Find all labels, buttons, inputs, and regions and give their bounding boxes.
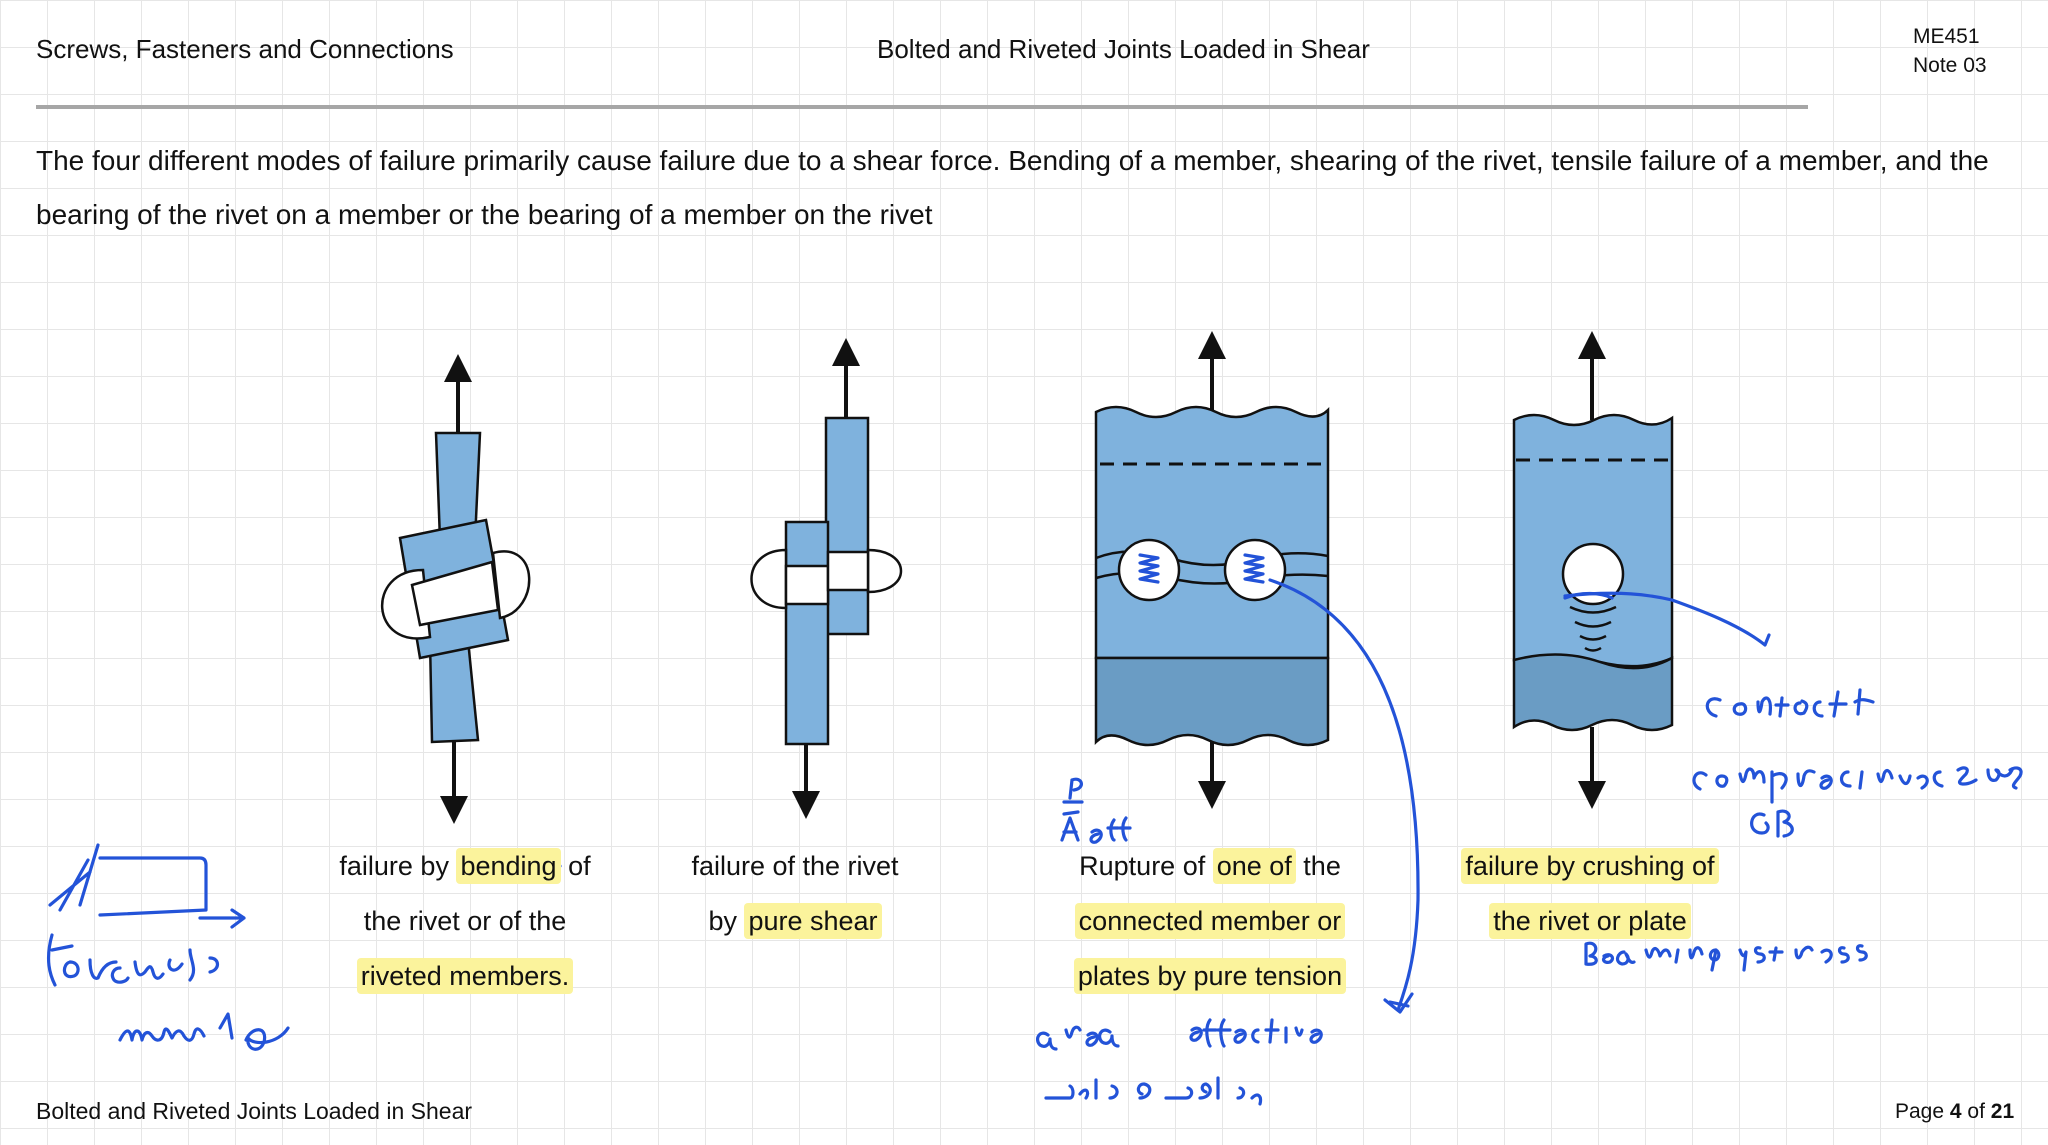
caption-shear: failure of the rivet by pure shear <box>670 839 920 949</box>
intro-paragraph: The four different modes of failure prim… <box>36 145 1989 230</box>
course-code: ME451 <box>1913 25 1980 48</box>
figure-bending-failure <box>380 354 531 824</box>
header-divider <box>36 105 1808 109</box>
caption-shear-line1: failure of the rivet <box>691 851 899 881</box>
caption-bending-highlight: bending <box>456 848 561 884</box>
caption-shear-highlight: pure shear <box>744 903 882 939</box>
caption-bending-text-a: failure by <box>339 851 457 881</box>
caption-rupture-text-c: the <box>1295 851 1341 881</box>
page-word: Page <box>1895 1100 1945 1123</box>
header-left-title: Screws, Fasteners and Connections <box>36 34 454 64</box>
caption-bending-line3: riveted members. <box>356 958 574 994</box>
caption-rupture-line3: plates by pure tension <box>1073 958 1347 994</box>
figure-tension-rupture <box>1094 331 1330 809</box>
page-total: 21 <box>1990 1100 2015 1123</box>
caption-crushing-line1: failure by crushing of <box>1461 848 1719 884</box>
of-word: of <box>1967 1100 1985 1123</box>
handwritten-annotations <box>46 578 2023 1106</box>
caption-shear-text-a: by <box>708 906 745 936</box>
caption-bending: failure by bending of the rivet or of th… <box>320 839 610 1004</box>
caption-rupture-line2: connected member or <box>1074 903 1346 939</box>
figure-shear-failure <box>750 338 903 819</box>
page-number: 4 <box>1949 1100 1962 1123</box>
caption-rupture: Rupture of one of the connected member o… <box>1040 839 1380 1004</box>
page-indicator: Page 4 of 21 <box>1895 1100 2014 1124</box>
caption-rupture-highlight: one of <box>1212 848 1296 884</box>
caption-bending-line2: the rivet or of the <box>363 906 567 936</box>
header-course-info: ME451 Note 03 <box>1913 22 1987 80</box>
figure-bearing-failure <box>1512 331 1674 809</box>
caption-crushing-line2: the rivet or plate <box>1489 903 1691 939</box>
header-center-title: Bolted and Riveted Joints Loaded in Shea… <box>877 34 1370 64</box>
note-number: Note 03 <box>1913 54 1987 77</box>
caption-rupture-text-a: Rupture of <box>1079 851 1213 881</box>
caption-crushing: failure by crushing of the rivet or plat… <box>1440 839 1740 949</box>
footer-title: Bolted and Riveted Joints Loaded in Shea… <box>36 1098 473 1124</box>
caption-bending-text-c: of <box>560 851 591 881</box>
